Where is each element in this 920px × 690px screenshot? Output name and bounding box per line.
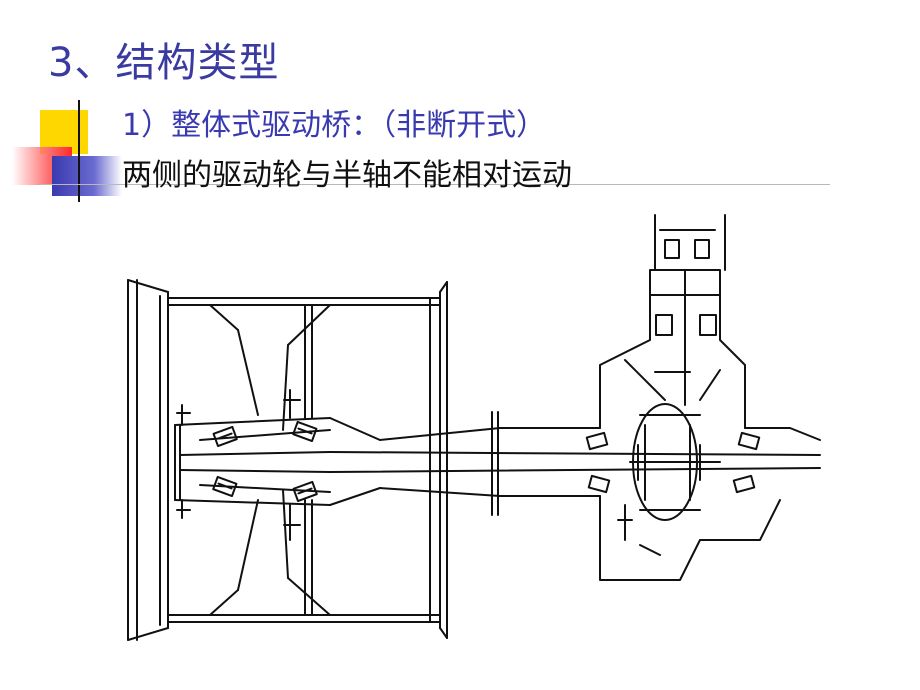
bullet-axle-type: 1）整体式驱动桥：（非断开式） [122, 108, 547, 143]
decor-blue-square [52, 156, 122, 196]
decor-vertical-line [78, 100, 80, 202]
decor-yellow-square [40, 110, 88, 154]
decor-horizontal-rule [40, 184, 830, 185]
slide-title: 3、结构类型 [48, 40, 280, 86]
tyre-sidewalls [209, 304, 331, 616]
bullet-description: 两侧的驱动轮与半轴不能相对运动 [122, 158, 572, 193]
wheel-rim [127, 279, 448, 641]
wheel-hub [174, 389, 331, 541]
axle-housing [329, 411, 821, 516]
differential [585, 214, 821, 581]
